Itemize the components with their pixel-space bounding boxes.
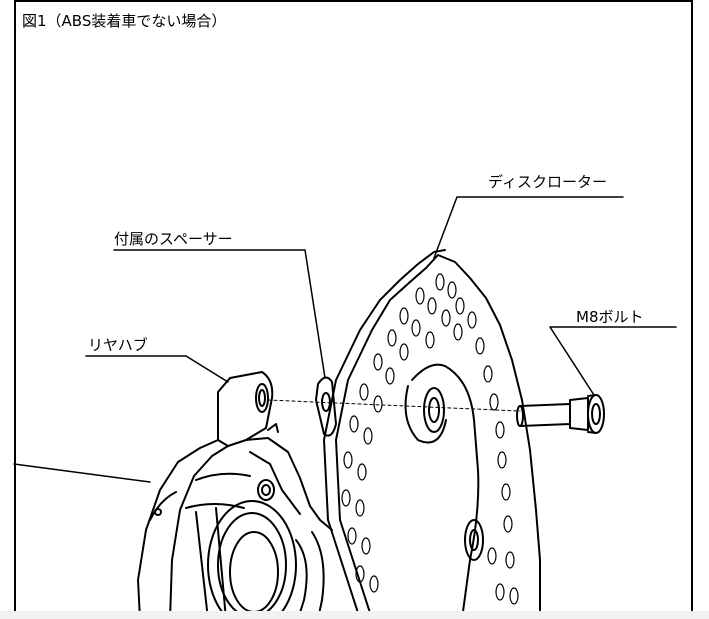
label-m8-bolt: M8ボルト	[576, 308, 644, 326]
leader-spacer	[113, 249, 326, 379]
figure-title: 図1（ABS装着車でない場合）	[22, 12, 227, 30]
axis-line	[267, 399, 521, 412]
spacer	[315, 376, 337, 437]
bottom-edge	[0, 611, 709, 619]
leader-rear-hub	[85, 355, 229, 383]
rotor-holes	[341, 273, 519, 605]
leader-bolt	[549, 326, 677, 396]
figure-frame	[14, 0, 693, 619]
label-spacer: 付属のスペーサー	[114, 230, 233, 248]
disc-rotor	[323, 249, 541, 619]
label-rear-hub: リヤハブ	[88, 336, 148, 354]
m8-bolt	[516, 394, 605, 434]
leader-disc-rotor	[433, 196, 624, 259]
rear-hub	[137, 371, 333, 619]
leader-hub-side	[13, 463, 151, 483]
label-disc-rotor: ディスクローター	[488, 173, 607, 191]
